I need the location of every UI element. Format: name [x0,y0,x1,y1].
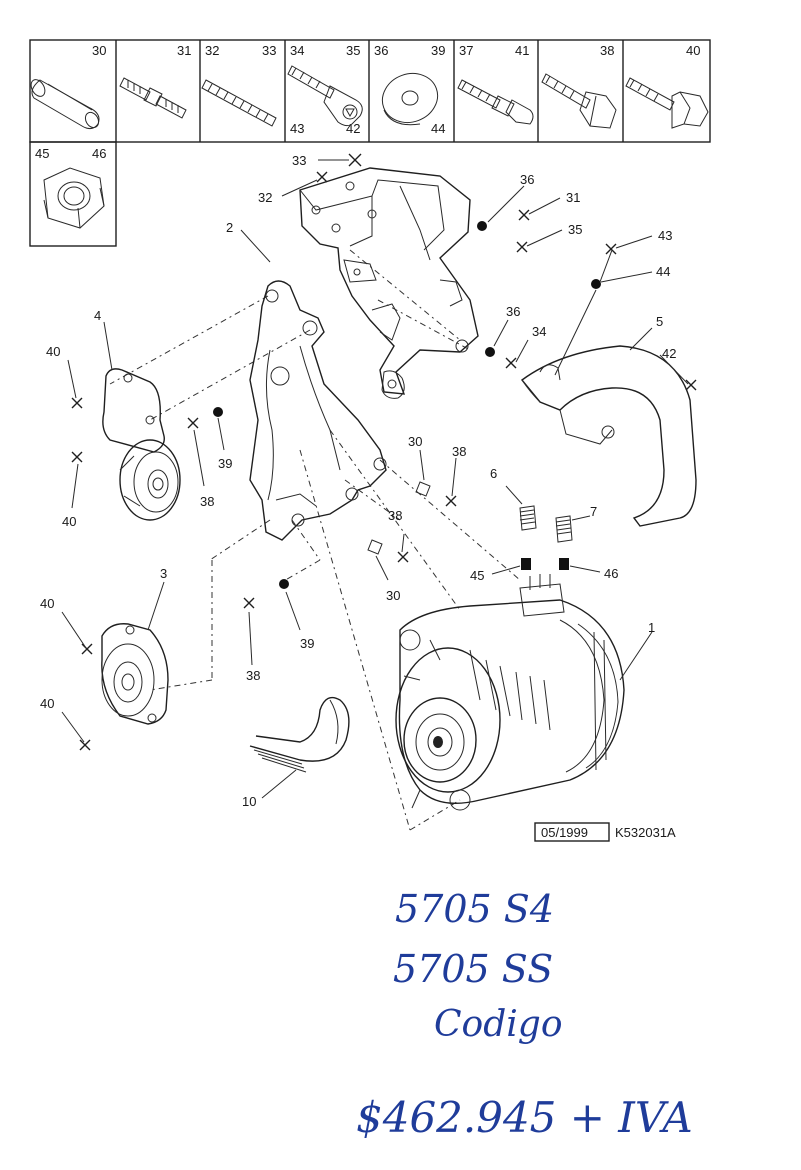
callout-label: 45 [470,568,484,583]
idler-pulley-upper [119,439,181,521]
callout-label: 40 [62,514,76,529]
callout-label: 39 [218,456,232,471]
callout-label: 44 [656,264,670,279]
legend-label: 33 [262,43,276,58]
hex-nut-icon [43,167,105,229]
callout-label: 32 [258,190,272,205]
legend-label: 40 [686,43,700,58]
legend-label: 36 [374,43,388,58]
flanged-bolt-icon [625,77,709,129]
mounting-plate [249,280,387,541]
callout-label: 42 [662,346,676,361]
callout-label: 31 [566,190,580,205]
callout-label: 38 [452,444,466,459]
callout-label: 36 [520,172,534,187]
drawing-reference-stamp: 05/1999 K532031A [534,822,676,842]
stamp-reference: K532031A [615,825,676,840]
callout-label: 46 [604,566,618,581]
drive-belt [249,696,350,773]
legend-label: 45 [35,146,49,161]
threaded-rod-icon [201,79,277,127]
idler-pulley-lower [101,623,169,725]
terminal-studs [519,505,573,570]
pulley-guard [520,345,697,527]
assembly-guide-lines [109,249,521,831]
callout-label: 2 [226,220,233,235]
legend-label: 32 [205,43,219,58]
legend-label: 44 [431,121,445,136]
handwritten-code-1: 5705 S4 [395,887,554,931]
legend-label: 38 [600,43,614,58]
dowel-sleeve-icon [30,79,100,130]
callout-label: 5 [656,314,663,329]
callout-label: 36 [506,304,520,319]
callout-label: 10 [242,794,256,809]
handwritten-notes: 5705 S4 5705 SS Codigo $462.945 + IVA [356,887,693,1142]
legend-label: 41 [515,43,529,58]
callout-label: 4 [94,308,101,323]
legend-label: 46 [92,146,106,161]
callout-label: 40 [46,344,60,359]
alternator-bracket [299,167,479,399]
legend-label: 35 [346,43,360,58]
callout-label: 33 [292,153,306,168]
flat-washer-icon [381,72,439,126]
callout-label: 38 [246,668,260,683]
parts-legend-table: 30 31 32 33 34 35 43 42 36 39 44 37 41 3… [29,39,711,247]
callout-label: 30 [408,434,422,449]
legend-label: 43 [290,121,304,136]
callout-label: 38 [388,508,402,523]
callout-label: 3 [160,566,167,581]
callout-label: 34 [532,324,546,339]
callout-label: 38 [200,494,214,509]
callout-numbers: 33 32 36 31 35 2 43 44 4 40 5 36 34 42 3… [40,153,676,809]
callout-label: 30 [386,588,400,603]
callout-label: 6 [490,466,497,481]
callout-label: 39 [300,636,314,651]
stud-bolt-icon [119,77,187,119]
screw-with-spacer-icon [457,79,534,125]
leader-lines [61,159,689,799]
handwritten-price: $462.945 + IVA [356,1093,693,1142]
legend-label: 31 [177,43,191,58]
legend-label: 30 [92,43,106,58]
hex-bolt-icon [541,73,617,129]
callout-label: 35 [568,222,582,237]
alternator [395,574,625,811]
handwritten-label: Codigo [434,1004,563,1045]
legend-label: 34 [290,43,304,58]
callout-label: 43 [658,228,672,243]
callout-label: 1 [648,620,655,635]
legend-label: 39 [431,43,445,58]
callout-label: 40 [40,696,54,711]
callout-label: 7 [590,504,597,519]
fastener-markers [71,153,697,751]
tensioner-bracket [102,368,165,453]
handwritten-code-2: 5705 SS [393,947,553,991]
callout-label: 40 [40,596,54,611]
stamp-date: 05/1999 [541,825,588,840]
socket-screw-icon [287,65,363,127]
legend-label: 37 [459,43,473,58]
